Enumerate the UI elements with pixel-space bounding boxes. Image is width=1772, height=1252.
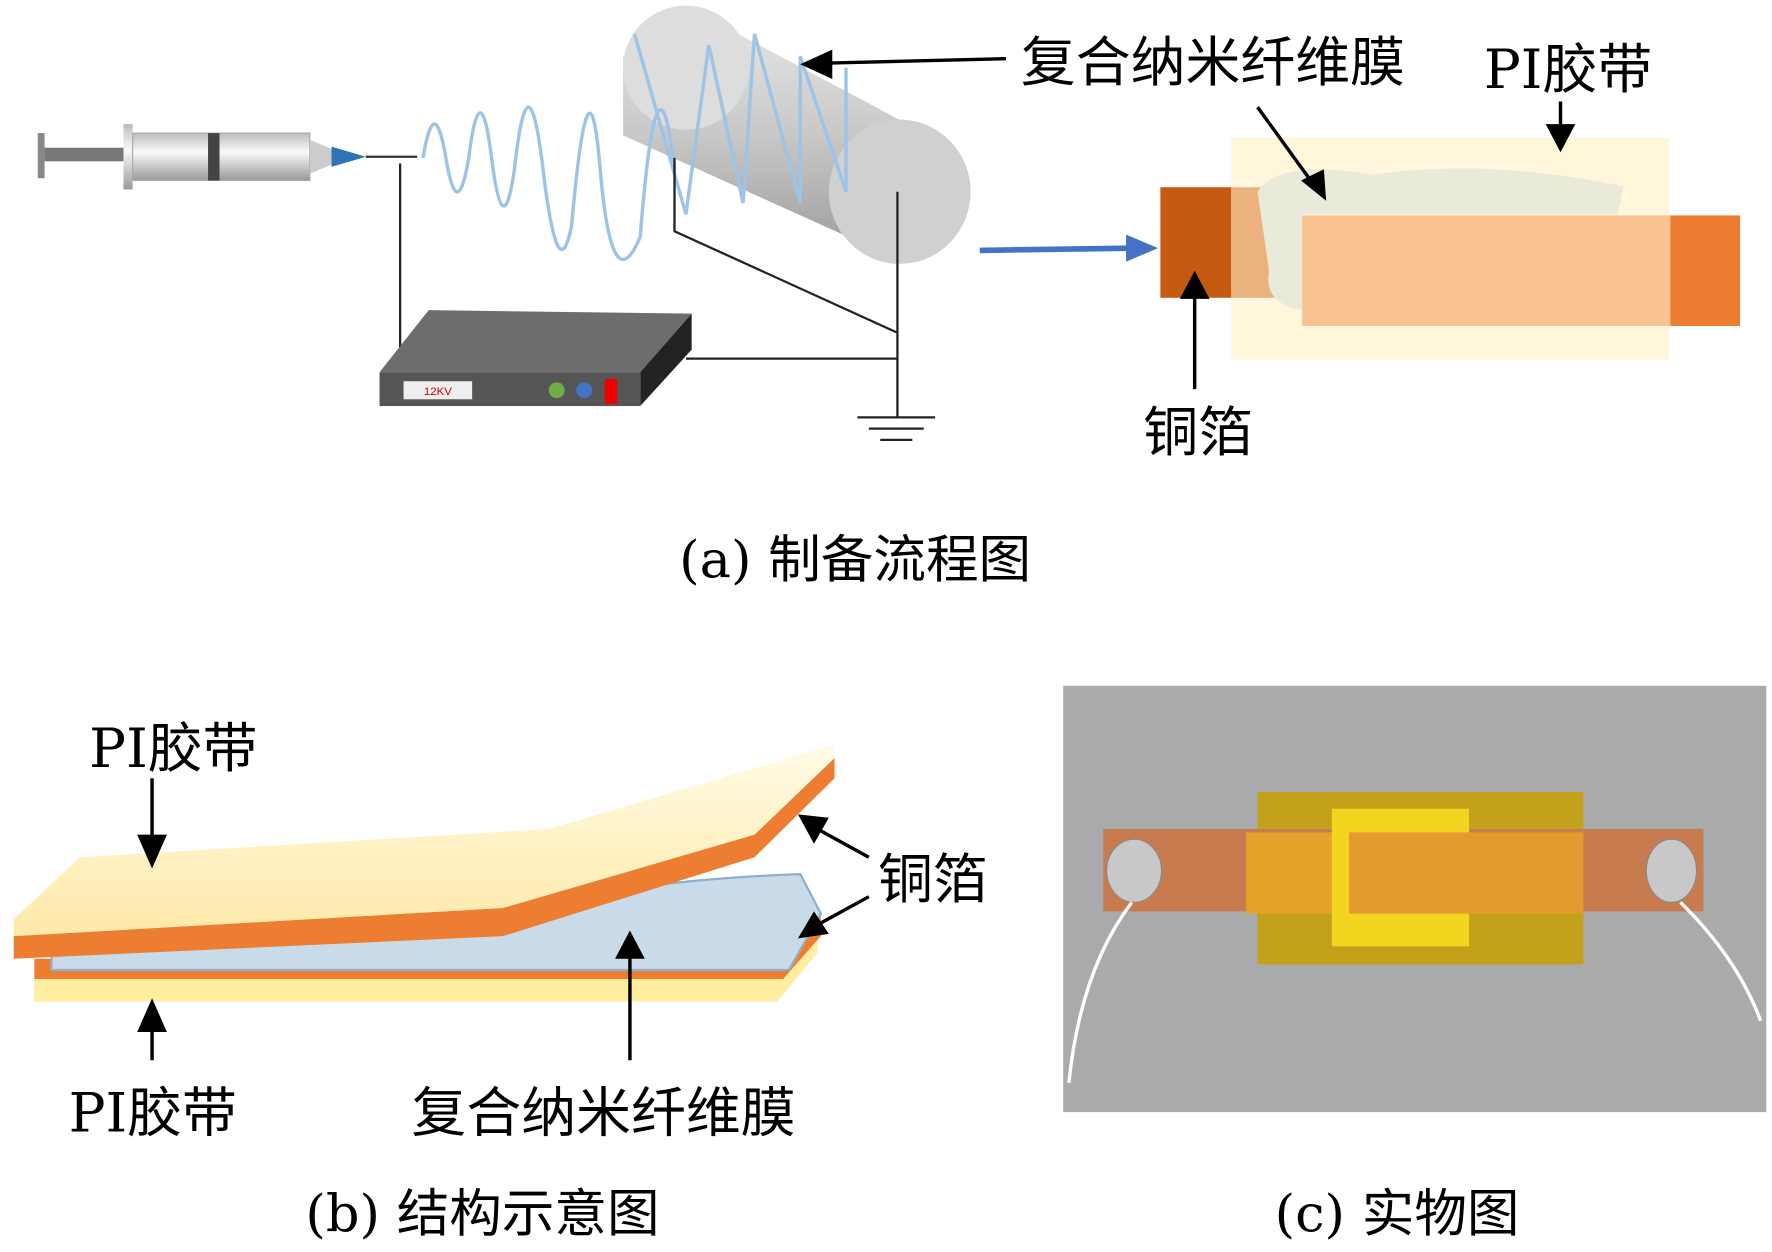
- nanofiber-membrane: [1257, 168, 1624, 311]
- label-pi-tape-bottom: PI胶带: [69, 1081, 237, 1145]
- copper-foil-right: [1670, 215, 1740, 326]
- panel-b: PI胶带 PI胶带 铜箔 复合纳米纤维膜 (b) 结构示意图: [13, 716, 988, 1245]
- label-copper-foil-b: 铜箔: [878, 847, 988, 911]
- copper-foil-top: [13, 757, 835, 959]
- panel-a: 12KV 复合纳米纤维膜 PI胶带 铜箔 (a) 制备流程图: [37, 5, 1740, 591]
- caption-c: (c) 实物图: [1275, 1185, 1520, 1245]
- pi-tape-top: [13, 744, 835, 937]
- pi-tape-bottom: [34, 936, 818, 1002]
- annotation-arrows-b: [137, 778, 870, 1061]
- label-membrane-b: 复合纳米纤维膜: [412, 1081, 796, 1145]
- high-voltage-power-supply: 12KV: [379, 310, 692, 407]
- fiber-jet: [421, 33, 848, 261]
- label-pi-tape-top: PI胶带: [89, 716, 257, 780]
- device-top-view: [1160, 137, 1740, 360]
- syringe-icon: [37, 124, 418, 190]
- process-arrow: [979, 234, 1159, 262]
- label-copper-foil: 铜箔: [1143, 401, 1253, 465]
- wires: [398, 157, 936, 442]
- caption-b: (b) 结构示意图: [305, 1185, 659, 1245]
- label-membrane: 复合纳米纤维膜: [1021, 31, 1405, 95]
- panel-c-photo: (c) 实物图: [1063, 685, 1767, 1245]
- label-pi-tape: PI胶带: [1484, 37, 1652, 101]
- voltage-label: 12KV: [424, 386, 452, 398]
- caption-a: (a) 制备流程图: [679, 531, 1031, 591]
- annotation-arrows-a: [800, 49, 1576, 390]
